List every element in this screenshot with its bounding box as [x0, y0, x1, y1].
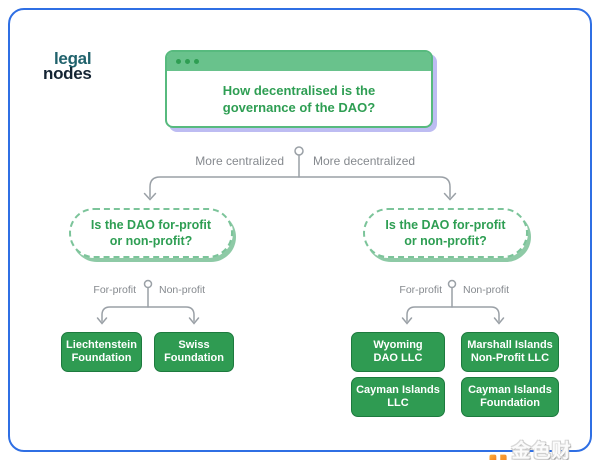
- entity-line: Marshall Islands: [467, 338, 553, 351]
- entity-box-cayman-islands-foundation: Cayman Islands Foundation: [461, 377, 559, 417]
- right-question-line2: or non-profit?: [404, 234, 487, 248]
- entity-box-marshall-islands-non-profit-llc: Marshall Islands Non-Profit LLC: [461, 332, 559, 372]
- diagram-card: legal nodes How decentralised is the gov…: [8, 8, 592, 460]
- logo-word-nodes: nodes: [43, 64, 92, 83]
- entity-line: Wyoming: [373, 338, 423, 351]
- right-question-line1: Is the DAO for-profit: [385, 218, 506, 232]
- root-question-line2: governance of the DAO?: [222, 99, 376, 115]
- label-left-non-profit: Non-profit: [159, 284, 206, 296]
- arrow-down-icon: [143, 192, 157, 201]
- entity-line: Foundation: [164, 352, 224, 364]
- entity-line: Foundation: [480, 397, 540, 409]
- label-more-centralized: More centralized: [195, 154, 284, 168]
- arrow-down-icon: [493, 317, 505, 325]
- entity-line: LLC: [387, 397, 409, 409]
- watermark-text: 金色财经: [511, 441, 572, 460]
- arrow-down-icon: [401, 317, 413, 325]
- left-question-line2: or non-profit?: [109, 234, 193, 248]
- entity-line: Foundation: [71, 352, 132, 364]
- entity-line: Cayman Islands: [468, 383, 552, 396]
- window-dot-icon: [185, 59, 190, 64]
- legal-nodes-logo: legal nodes: [43, 49, 92, 83]
- connector-node-icon: [294, 146, 304, 156]
- connector-node-icon: [143, 279, 153, 289]
- entity-box-swiss-foundation: Swiss Foundation: [154, 332, 234, 372]
- entity-line: Non-Profit LLC: [470, 352, 550, 364]
- window-dot-icon: [194, 59, 199, 64]
- label-left-for-profit: For-profit: [93, 284, 136, 296]
- entity-line: Cayman Islands: [356, 383, 440, 396]
- left-question-line1: Is the DAO for-profit: [90, 218, 212, 232]
- root-question: How decentralised is the governance of t…: [167, 71, 431, 126]
- window-dot-icon: [176, 59, 181, 64]
- jinse-finance-watermark: 金色财经: [488, 436, 590, 460]
- entity-box-wyoming-dao-llc: Wyoming DAO LLC: [351, 332, 445, 372]
- label-more-decentralized: More decentralized: [313, 154, 416, 168]
- browser-titlebar: [167, 52, 431, 71]
- browser-window: How decentralised is the governance of t…: [165, 50, 433, 128]
- arrow-down-icon: [188, 317, 200, 325]
- arrow-down-icon: [96, 317, 108, 325]
- label-right-for-profit: For-profit: [399, 284, 442, 296]
- right-question-pill: Is the DAO for-profit or non-profit?: [363, 208, 528, 258]
- label-right-non-profit: Non-profit: [463, 284, 510, 296]
- entity-line: Swiss: [178, 338, 210, 351]
- entity-line: Liechtenstein: [66, 338, 137, 351]
- entity-line: DAO LLC: [373, 352, 423, 364]
- entity-box-cayman-islands-llc: Cayman Islands LLC: [351, 377, 445, 417]
- connector-node-icon: [447, 279, 457, 289]
- logo-word-legal: legal: [54, 49, 92, 68]
- left-question-pill: Is the DAO for-profit or non-profit?: [69, 208, 233, 258]
- entity-box-liechtenstein-foundation: Liechtenstein Foundation: [61, 332, 142, 372]
- jinse-finance-logo-icon: [489, 454, 507, 460]
- root-question-line1: How decentralised is the: [222, 82, 376, 98]
- arrow-down-icon: [443, 192, 457, 201]
